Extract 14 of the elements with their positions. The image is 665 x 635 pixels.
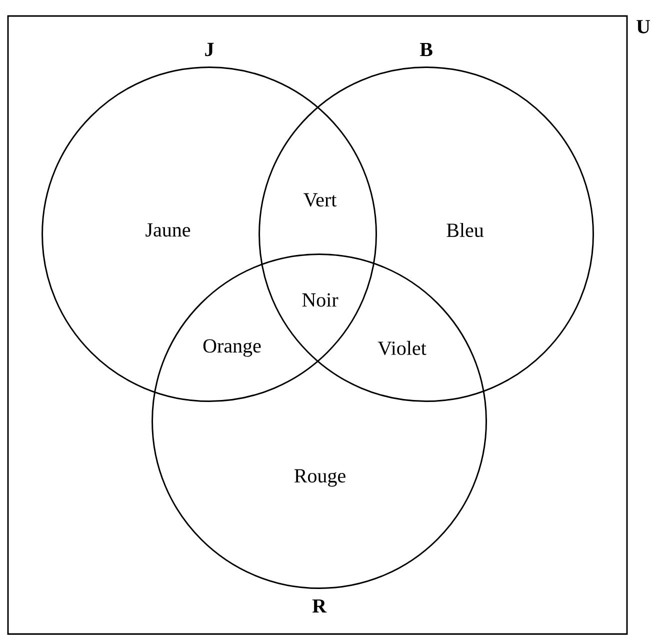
set-circle xyxy=(152,254,487,589)
set-label: R xyxy=(312,599,327,613)
region-label: Noir xyxy=(302,293,338,307)
region-label: Bleu xyxy=(446,222,484,238)
universe-label: U xyxy=(636,20,650,34)
region-label: Rouge xyxy=(294,469,346,487)
universe-box xyxy=(7,15,628,635)
region-label: Vert xyxy=(304,193,337,207)
set-label: J xyxy=(205,42,214,56)
set-label: B xyxy=(420,42,432,56)
region-label: Orange xyxy=(203,339,261,357)
region-label: Jaune xyxy=(146,223,190,237)
set-circle xyxy=(42,66,377,402)
region-label: Violet xyxy=(378,340,426,356)
